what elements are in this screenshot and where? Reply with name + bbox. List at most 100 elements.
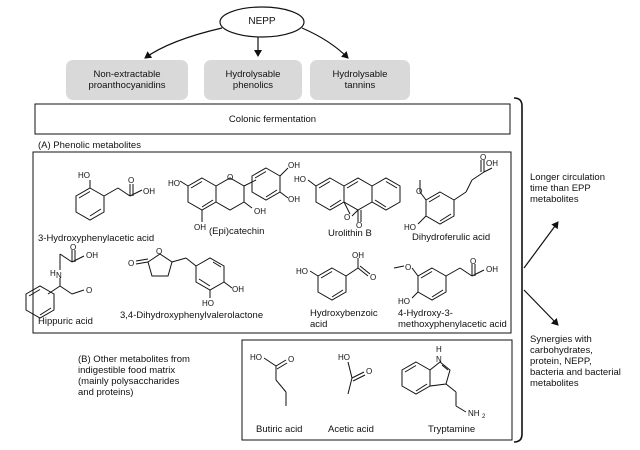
atom-label: H <box>50 269 56 278</box>
category-proanthocyanidins: Non-extractable proanthocyanidins <box>66 60 188 100</box>
outcome-circulation: Longer circulation time than EPP metabol… <box>530 172 605 205</box>
atom-label: HO <box>404 223 416 232</box>
atom-label: OH <box>254 207 266 216</box>
compound-name-methoxyphenylacetic-line1: 4-Hydroxy-3- <box>398 308 453 319</box>
structure-methoxyphenylacetic <box>393 264 485 301</box>
other-section-line3: (mainly polysaccharides <box>78 376 180 387</box>
structure-epicatechin <box>179 167 289 222</box>
compound-name-methoxyphenylacetic-line2: methoxyphenylacetic acid <box>398 319 507 330</box>
atom-label: O <box>128 176 135 185</box>
nepp-ellipse <box>219 6 305 38</box>
structure-acetic <box>347 361 366 395</box>
arrow-up-right <box>523 221 559 269</box>
atom-label: 2 <box>482 414 486 420</box>
category-tannins-line2: tannins <box>344 80 376 91</box>
atom-label: O <box>470 257 477 266</box>
category-proanthocyanidins-line2: proanthocyanidins <box>88 80 166 91</box>
other-section-line2: indigestible food matrix <box>78 365 176 376</box>
structure-hippuric <box>25 250 85 319</box>
atom-label: O <box>356 221 363 230</box>
right-bracket <box>513 97 523 443</box>
atom-label: O <box>416 187 423 196</box>
atom-label: O <box>370 273 377 282</box>
outcome-synergies: Synergies with carbohydrates, protein, N… <box>530 334 621 389</box>
arrow-down-right <box>523 289 559 326</box>
atom-label: O <box>70 243 77 252</box>
phenolic-section-title: (A) Phenolic metabolites <box>38 140 141 151</box>
compound-name-hydroxybenzoic: Hydroxybenzoic acid <box>310 308 378 330</box>
outcome-circulation-line1: Longer circulation <box>530 172 605 183</box>
compound-name-tryptamine: Tryptamine <box>428 424 476 435</box>
compound-name-hydroxyphenylacetic: 3-Hydroxyphenylacetic acid <box>38 233 155 244</box>
structure-tryptamine <box>401 361 467 413</box>
other-box <box>241 339 513 441</box>
atom-label: OH <box>143 187 155 196</box>
atom-label: O <box>405 263 412 272</box>
phenolic-box <box>32 151 512 334</box>
structure-hydroxybenzoic <box>309 258 371 301</box>
fermentation-label: Colonic fermentation <box>228 114 317 125</box>
structure-butiric <box>263 357 288 406</box>
atom-label: O <box>86 286 93 295</box>
outcome-synergies-line1: Synergies with <box>530 334 592 345</box>
arrow-to-proanthocyanidins <box>144 27 223 59</box>
outcome-circulation-line3: metabolites <box>530 194 579 205</box>
atom-label: OH <box>194 223 206 232</box>
outcome-circulation-line2: time than EPP <box>530 183 591 194</box>
atom-label: HO <box>398 297 410 306</box>
category-tannins-line1: Hydrolysable <box>332 69 388 80</box>
nepp-label: NEPP <box>248 16 276 27</box>
atom-label: N <box>436 355 442 364</box>
arrow-to-tannins <box>301 27 349 59</box>
compound-name-urolithin-b: Urolithin B <box>328 228 372 239</box>
atom-label: O <box>156 247 163 256</box>
atom-label: H <box>436 345 442 354</box>
compound-name-valerolactone: 3,4-Dihydroxyphenylvalerolactone <box>120 310 264 321</box>
compound-name-butiric: Butiric acid <box>256 424 303 435</box>
structure-valerolactone <box>135 253 233 298</box>
compound-name-dihydroferulic: Dihydroferulic acid <box>412 232 491 243</box>
outcome-synergies-line2: carbohydrates, <box>530 345 593 356</box>
compound-name-hippuric: Hippuric acid <box>38 316 93 327</box>
atom-label: O <box>288 355 295 364</box>
atom-label: OH <box>86 251 98 260</box>
compound-name-hydroxybenzoic-line2: acid <box>310 319 328 330</box>
atom-label: NH <box>468 409 480 418</box>
compound-name-acetic: Acetic acid <box>328 424 374 435</box>
atom-label: OH <box>288 161 300 170</box>
atom-label: O <box>128 259 135 268</box>
structure-urolithin-b <box>307 177 401 222</box>
compound-name-epicatechin: (Epi)catechin <box>209 226 265 237</box>
atom-label: HO <box>338 353 350 362</box>
other-section-description: (B) Other metabolites from indigestible … <box>78 354 190 398</box>
atom-label: O <box>344 213 351 222</box>
outcome-synergies-line3: protein, NEPP, <box>530 356 592 367</box>
atom-label: OH <box>288 195 300 204</box>
other-section-line4: and proteins) <box>78 387 134 398</box>
atom-label: N <box>56 271 62 280</box>
category-phenolics-line1: Hydrolysable <box>225 69 281 80</box>
atom-label: OH <box>486 159 498 168</box>
category-phenolics-line2: phenolics <box>232 80 274 91</box>
category-tannins: Hydrolysable tannins <box>310 60 410 100</box>
category-phenolics: Hydrolysable phenolics <box>204 60 302 100</box>
atom-label: HO <box>78 171 90 180</box>
atom-label: O <box>366 367 373 376</box>
compound-name-methoxyphenylacetic: 4-Hydroxy-3- methoxyphenylacetic acid <box>398 308 507 330</box>
fermentation-box <box>34 103 511 135</box>
atom-label: HO <box>168 179 180 188</box>
atom-label: HO <box>250 353 262 362</box>
atom-label: OH <box>352 251 364 260</box>
category-proanthocyanidins-line1: Non-extractable <box>93 69 161 80</box>
outcome-synergies-line4: bacteria and bacterial <box>530 367 621 378</box>
structure-hydroxyphenylacetic <box>75 180 143 221</box>
atom-label: HO <box>202 299 214 308</box>
atom-label: HO <box>296 267 308 276</box>
other-section-line1: (B) Other metabolites from <box>78 354 190 365</box>
atom-label: OH <box>486 265 498 274</box>
atom-label: HO <box>294 175 306 184</box>
structure-dihydroferulic <box>417 160 493 225</box>
outcome-synergies-line5: metabolites <box>530 378 579 389</box>
atom-label: O <box>480 153 487 162</box>
